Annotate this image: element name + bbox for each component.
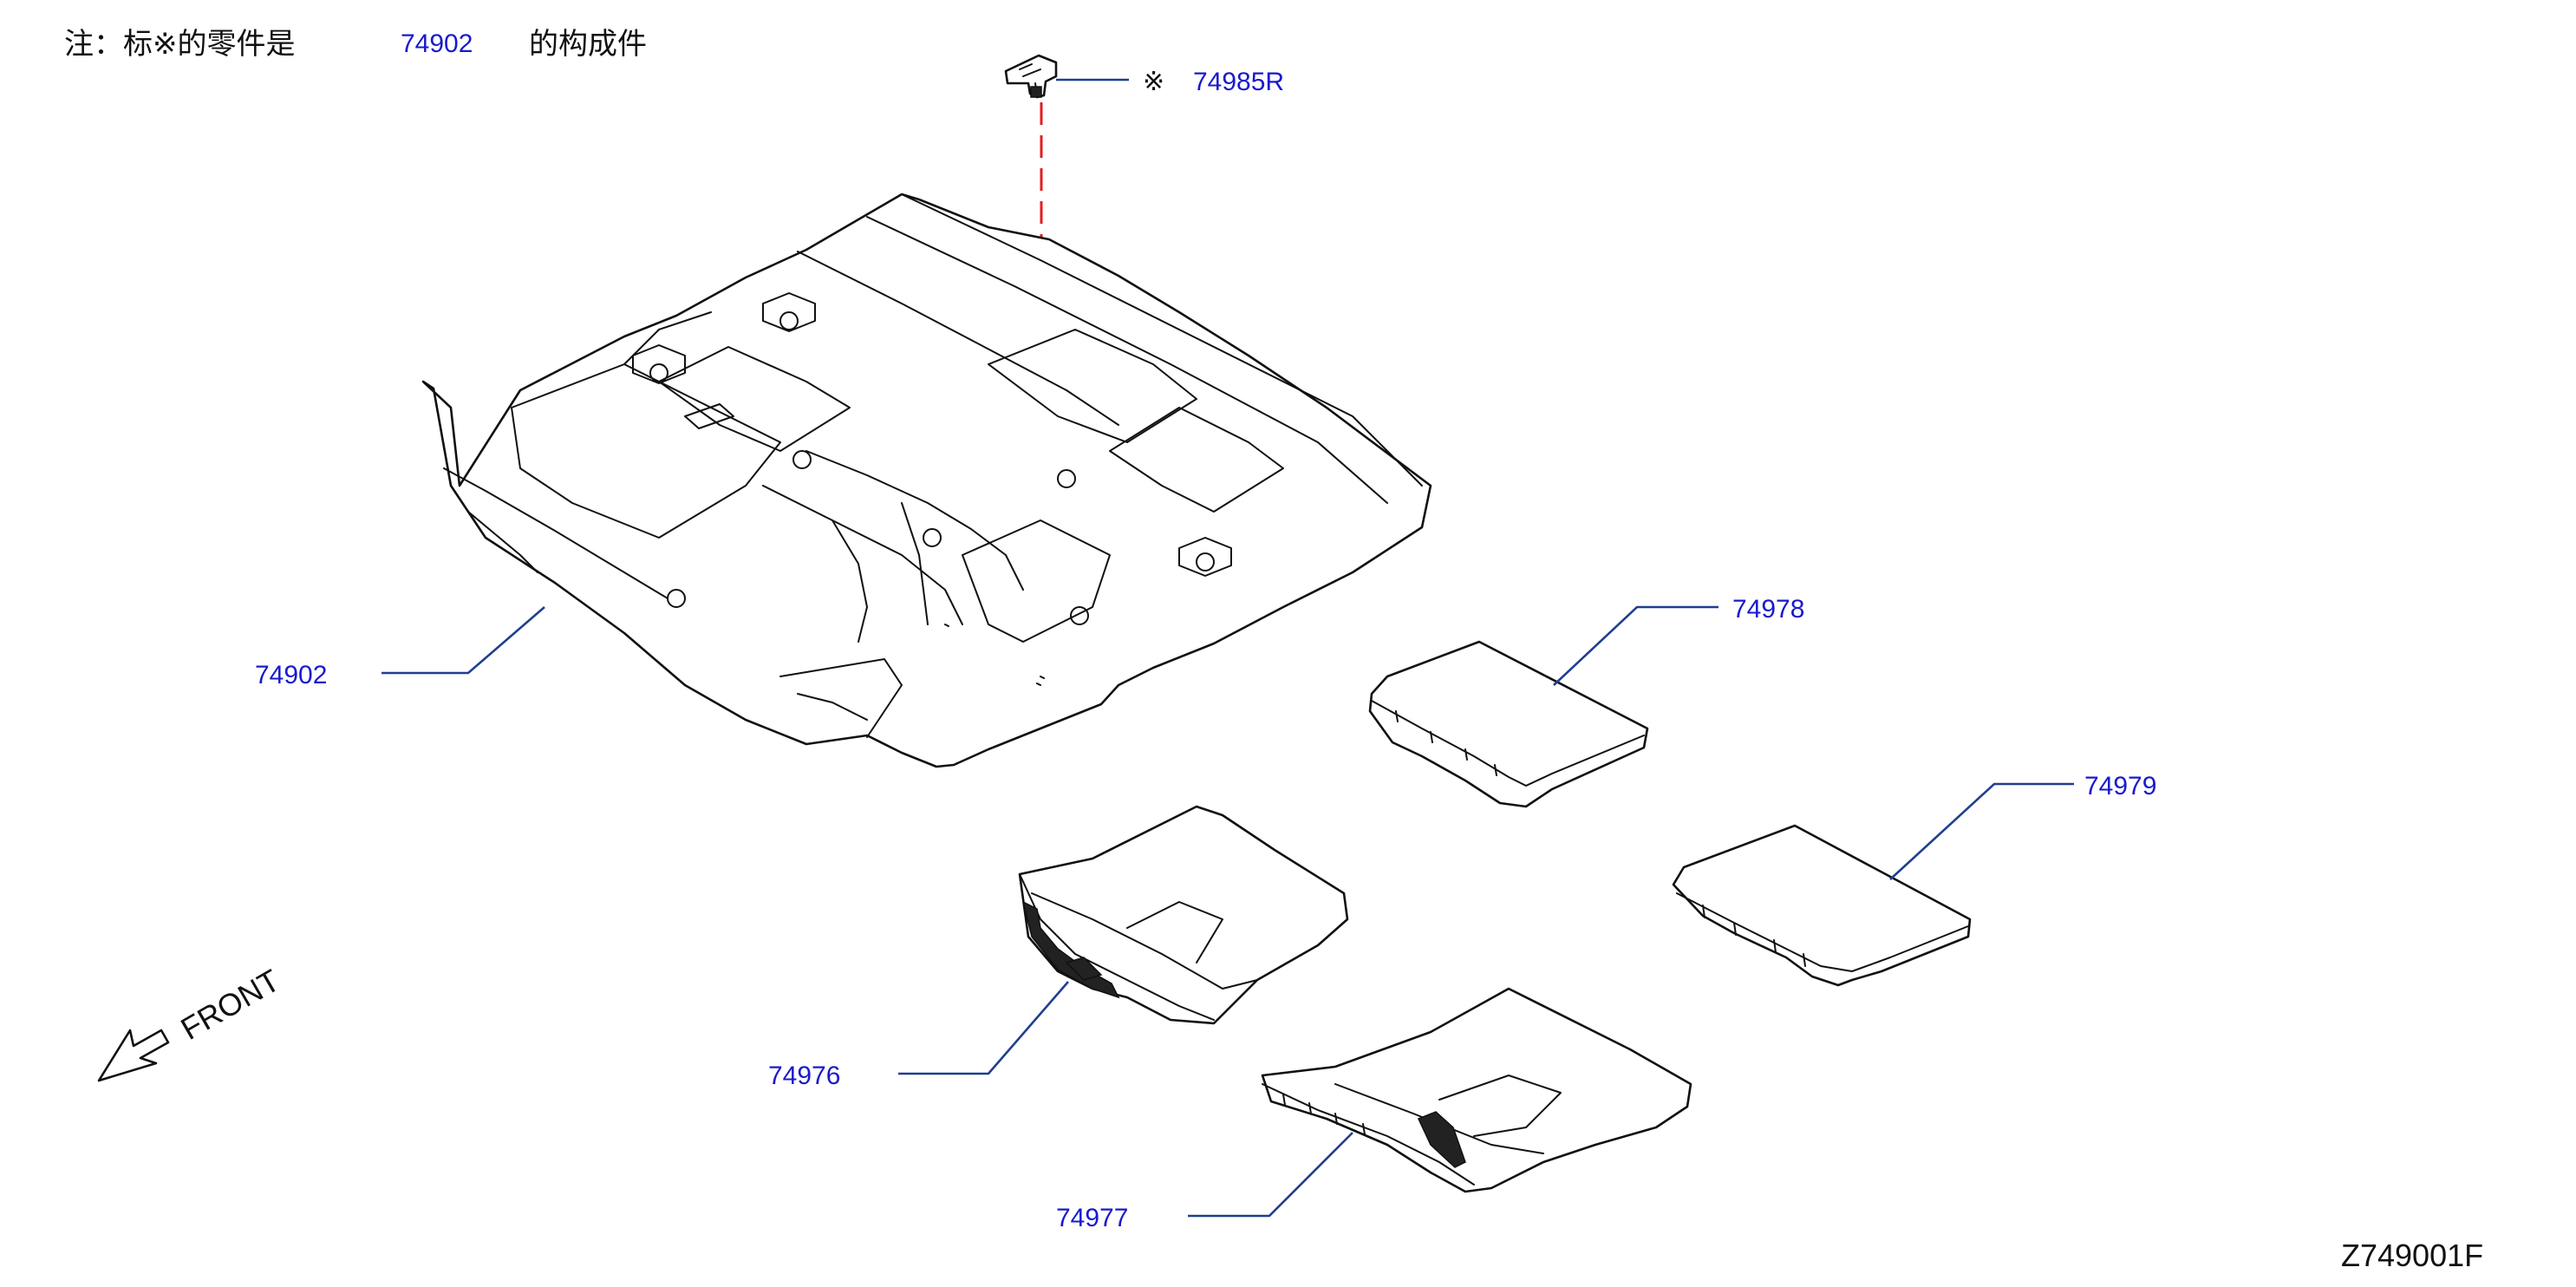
header-note: 注：标※的零件是 74902 的构成件 <box>64 27 647 62</box>
diagram-id: Z749001F <box>2341 1238 2483 1273</box>
carpet-leader <box>382 606 545 675</box>
note-prefix: 注：标※的零件是 <box>64 27 296 62</box>
front-mat-passenger-leader <box>1188 1132 1353 1218</box>
rear-mat-right-part[interactable] <box>1672 824 1972 987</box>
callout-74985r[interactable]: 74985R <box>1193 68 1284 96</box>
note-suffix: 的构成件 <box>529 27 647 62</box>
clip-part[interactable] <box>1004 54 1058 99</box>
rear-mat-right-leader <box>1889 782 2074 880</box>
rear-mat-left-part[interactable] <box>1368 640 1649 808</box>
callout-74977[interactable]: 74977 <box>1056 1204 1128 1232</box>
front-mat-driver-part[interactable] <box>1018 805 1349 1025</box>
floor-carpet-part[interactable] <box>421 193 1432 768</box>
callout-74976[interactable]: 74976 <box>768 1062 840 1090</box>
clip-marker: ※ <box>1143 68 1164 96</box>
front-direction: FRONT <box>97 962 286 1082</box>
callout-74979[interactable]: 74979 <box>2084 772 2156 800</box>
front-arrow-icon <box>97 1029 170 1082</box>
callout-74978[interactable]: 74978 <box>1732 595 1804 624</box>
rear-mat-left-leader <box>1553 605 1718 686</box>
front-mat-passenger-part[interactable] <box>1261 987 1692 1193</box>
front-label: FRONT <box>175 962 286 1047</box>
callout-74902[interactable]: 74902 <box>255 661 327 689</box>
front-mat-driver-leader <box>898 981 1069 1075</box>
note-part-ref[interactable]: 74902 <box>401 29 473 58</box>
